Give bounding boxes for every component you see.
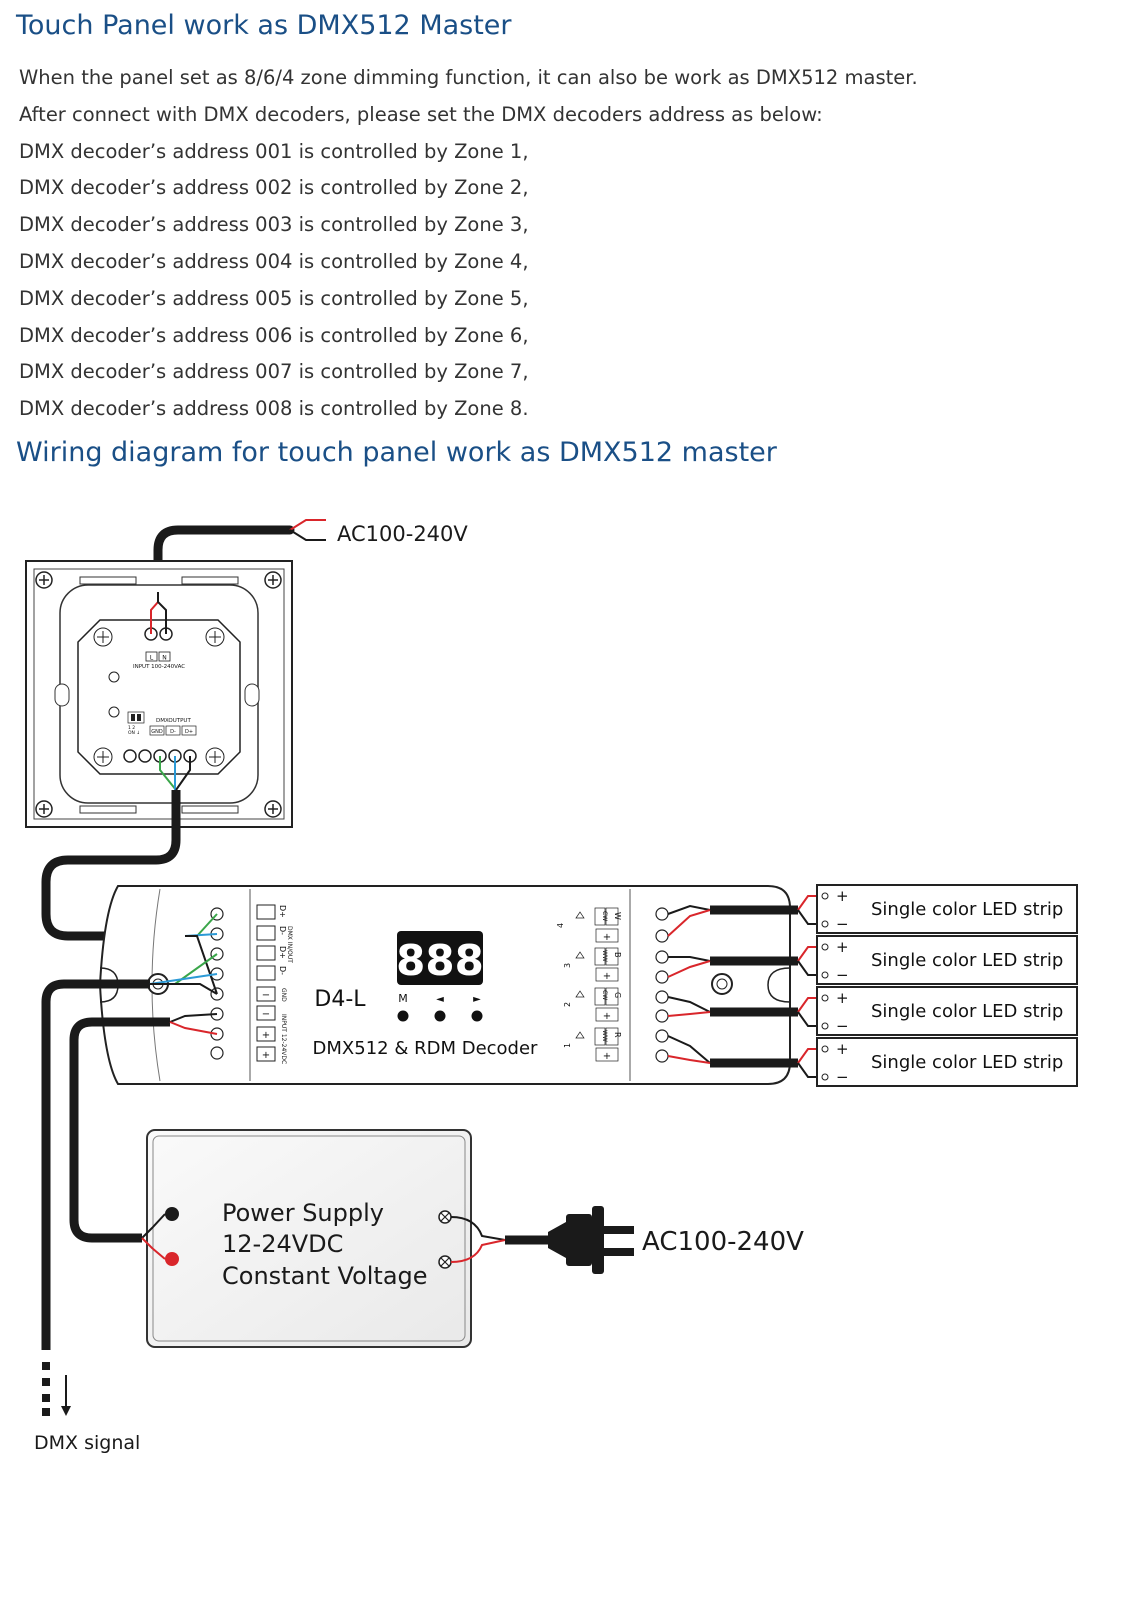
seven-segment-display: 888 [396,936,484,985]
channel-4-color: W [613,912,622,920]
address-line-4: DMX decoder’s address 004 is controlled … [19,249,529,273]
panel-screw-icon [35,571,282,818]
terminal-n-label: N [162,655,167,662]
address-line-8: DMX decoder’s address 008 is controlled … [19,397,529,421]
led-strip: + − Single color LED strip [816,884,1078,934]
dip-switch-on-label: ON ↓ [128,730,140,736]
power-supply: Power Supply 12-24VDC Constant Voltage [141,1129,506,1348]
channel-4-number: 4 [556,923,565,928]
led-strip-plus: + [836,989,849,1007]
section-title-wiring-diagram: Wiring diagram for touch panel work as D… [16,437,777,468]
terminal-plus-label: + [262,1050,270,1061]
dmx-signal-label: DMX signal [34,1432,140,1454]
channel-2-type: CW [601,990,608,1000]
terminal-minus-label: − [262,1009,270,1020]
panel-dplus-terminal: D+ [185,729,193,735]
touch-panel: L N INPUT 100-240VAC 1 2 ON ↓ DMXOUTPUT … [25,560,293,828]
led-strip: + − Single color LED strip [816,1037,1078,1087]
instruction-line: When the panel set as 8/6/4 zone dimming… [19,66,918,89]
address-line-2: DMX decoder’s address 002 is controlled … [19,176,529,200]
led-strip-label: Single color LED strip [871,950,1063,971]
channel-3-type: WW [601,950,608,962]
address-line-7: DMX decoder’s address 007 is controlled … [19,360,529,384]
ac-voltage-label-plug: AC100-240V [642,1227,804,1257]
dmx-signal-arrow-icon [42,1362,71,1416]
terminal-dminus-label: D- [278,926,287,935]
decoder-input-label: INPUT 12-24VDC [280,1014,287,1064]
decoder-channel-labels: 4 CW W + 3 WW B + 2 CW G + [556,907,622,1062]
right-button[interactable] [471,1010,483,1022]
left-button[interactable] [434,1010,446,1022]
decoder-subtitle: DMX512 & RDM Decoder [313,1038,539,1059]
led-strip-minus: − [836,1068,849,1086]
led-strip: + − Single color LED strip [816,935,1078,985]
address-line-3: DMX decoder’s address 003 is controlled … [19,213,529,237]
address-line-5: DMX decoder’s address 005 is controlled … [19,286,529,310]
terminal-dplus-label: D+ [278,905,287,918]
power-supply-type: Constant Voltage [222,1262,428,1290]
led-strip-plus: + [836,1040,849,1058]
channel-1-plus: + [603,1051,611,1062]
channel-2-plus: + [603,1011,611,1022]
ac-plug-icon [505,1206,634,1274]
channel-4-type: CW [601,911,608,921]
wiring-diagram: AC100-240V L N INPUT 100-240VAC [25,519,1078,1454]
terminal-minus-label: − [262,990,270,1001]
mode-button-label: M [398,992,408,1005]
led-strip-label: Single color LED strip [871,1001,1063,1022]
led-strip-label: Single color LED strip [871,899,1063,920]
led-strip-plus: + [836,887,849,905]
terminal-l-label: L [150,655,154,662]
channel-2-color: G [613,992,622,998]
led-strip-minus: − [836,1017,849,1035]
led-strip-minus: − [836,915,849,933]
channel-2-number: 2 [563,1002,572,1007]
power-supply-voltage: 12-24VDC [222,1230,343,1258]
channel-3-color: B [613,952,622,958]
channel-1-number: 1 [563,1043,572,1048]
led-strip-label: Single color LED strip [871,1052,1063,1073]
panel-dminus-terminal: D- [170,729,176,735]
section-title-dmx-master: Touch Panel work as DMX512 Master [16,10,512,41]
panel-input-label: INPUT 100-240VAC [133,664,185,670]
ac-input-wire-top [153,519,326,595]
instruction-line: After connect with DMX decoders, please … [19,102,823,126]
terminal-plus-label: + [262,1030,270,1041]
channel-3-plus: + [603,971,611,982]
address-line-1: DMX decoder’s address 001 is controlled … [19,139,529,163]
channel-3-number: 3 [563,963,572,968]
instruction-list: When the panel set as 8/6/4 zone dimming… [19,60,918,428]
dip-switch-label: 1 2 [128,725,135,731]
channel-4-plus: + [603,932,611,943]
led-strip-minus: − [836,966,849,984]
led-strip-plus: + [836,938,849,956]
left-button-label: ◄ [436,994,444,1005]
right-button-label: ► [473,994,481,1005]
dmx-decoder: − − + + D+ D- D+ D- DMX IN/OUT GND INPUT… [98,885,791,1085]
ac-voltage-label-top: AC100-240V [337,522,468,546]
strip-terminal-icon [821,892,829,1081]
address-line-6: DMX decoder’s address 006 is controlled … [19,323,529,347]
channel-1-color: R [613,1032,622,1038]
panel-dmx-output-label: DMXOUTPUT [156,718,191,724]
power-supply-title: Power Supply [222,1199,384,1227]
terminal-dminus-label: D- [278,966,287,975]
mode-button[interactable] [397,1010,409,1022]
panel-gnd-terminal: GND [151,729,163,735]
led-strip: + − Single color LED strip [816,986,1078,1036]
channel-1-type: WW [601,1030,608,1042]
terminal-dplus-label: D+ [278,946,287,959]
gnd-label: GND [280,988,287,1002]
dmx-inout-label: DMX IN/OUT [286,926,293,963]
decoder-terminal-labels: − − + + D+ D- D+ D- DMX IN/OUT GND INPUT… [256,904,293,1064]
decoder-model-label: D4-L [314,987,366,1012]
